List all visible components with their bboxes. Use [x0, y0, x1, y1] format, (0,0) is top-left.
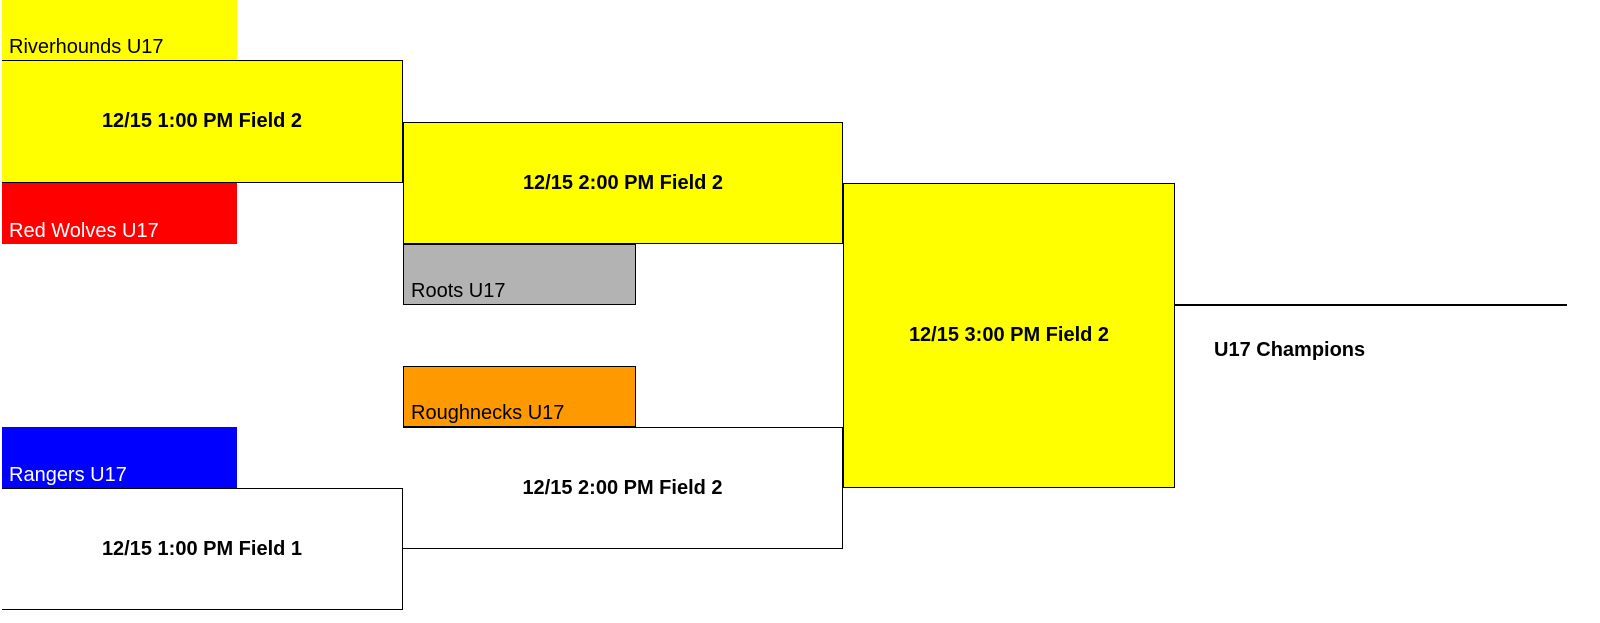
game-label: 12/15 1:00 PM Field 1	[101, 537, 303, 560]
team-roughnecks-u17: Roughnecks U17	[403, 366, 636, 427]
team-red-wolves-u17: Red Wolves U17	[2, 183, 237, 244]
game-label: 12/15 3:00 PM Field 2	[908, 324, 1110, 346]
game-final: 12/15 3:00 PM Field 2	[843, 183, 1175, 488]
champion-label-text: U17 Champions	[1214, 339, 1366, 361]
game-round1-top: 12/15 1:00 PM Field 2	[2, 60, 403, 183]
team-name: Roots U17	[411, 280, 506, 302]
game-label: 12/15 2:00 PM Field 2	[522, 476, 723, 499]
game-round1-bottom: 12/15 1:00 PM Field 1	[2, 488, 403, 610]
game-label: 12/15 2:00 PM Field 2	[522, 171, 724, 194]
team-name: Red Wolves U17	[9, 220, 159, 242]
game-label: 12/15 1:00 PM Field 2	[101, 110, 303, 132]
team-riverhounds-u17: Riverhounds U17	[2, 0, 237, 60]
game-round2-top: 12/15 2:00 PM Field 2	[403, 122, 843, 244]
game-round2-bottom: 12/15 2:00 PM Field 2	[403, 427, 843, 549]
team-name: Riverhounds U17	[9, 36, 164, 58]
team-roots-u17: Roots U17	[403, 244, 636, 305]
champion-label: U17 Champions	[1214, 339, 1365, 362]
champion-line	[1175, 304, 1567, 306]
team-name: Roughnecks U17	[411, 402, 565, 424]
team-name: Rangers U17	[9, 464, 127, 486]
team-rangers-u17: Rangers U17	[2, 427, 237, 488]
